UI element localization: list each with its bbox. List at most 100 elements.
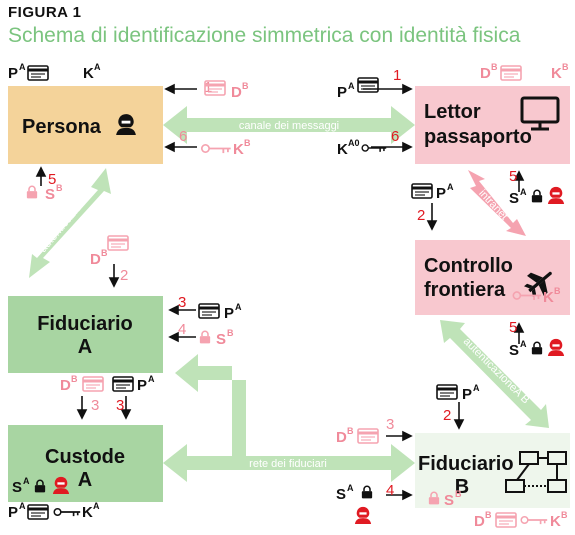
key-icon (361, 144, 387, 153)
svg-text:P: P (8, 65, 18, 82)
step4-fiduciario-a: 4 S B (178, 321, 234, 348)
svg-text:S: S (444, 492, 454, 509)
step5-controllo: 5 S A (509, 319, 565, 359)
step2-fiduciario-a: D B 2 (90, 235, 129, 284)
document-icon (112, 376, 134, 392)
svg-text:A: A (235, 302, 242, 312)
custode-a-letter: A (78, 469, 92, 491)
svg-text:2: 2 (417, 207, 425, 224)
fiduciario-b-keys: D B K B (474, 510, 568, 530)
svg-text:4: 4 (178, 321, 186, 338)
figure-label: FIGURA 1 (8, 4, 82, 21)
svg-text:D: D (336, 429, 347, 446)
key-icon (53, 507, 81, 517)
svg-text:3: 3 (116, 397, 124, 414)
svg-text:A: A (23, 476, 30, 486)
svg-text:A: A (93, 501, 100, 511)
fiduciario-a-letter: A (78, 336, 92, 358)
svg-text:2: 2 (443, 407, 451, 424)
svg-text:D: D (60, 377, 71, 394)
document-icon (357, 428, 379, 444)
step3-custode: D B P A 3 3 (60, 374, 155, 414)
step2-lettor: P A 2 (411, 182, 454, 224)
svg-text:B: B (554, 286, 561, 296)
svg-text:P: P (462, 386, 472, 403)
key-icon (200, 143, 232, 154)
svg-text:S: S (216, 331, 226, 348)
padlock-icon (361, 485, 373, 499)
svg-text:K: K (83, 65, 94, 82)
svg-text:K: K (337, 141, 348, 158)
persona-box (8, 86, 163, 164)
rete-fiduciari-arrow (163, 444, 415, 482)
document-icon (357, 77, 379, 93)
svg-text:D: D (480, 65, 491, 82)
network-icon (505, 451, 567, 493)
document-icon (198, 303, 220, 319)
fiduciario-b-box (415, 433, 570, 508)
svg-text:B: B (101, 248, 108, 258)
svg-text:K: K (543, 289, 554, 306)
svg-text:B: B (485, 510, 492, 520)
fiduciario-b-secret: S B (428, 489, 462, 509)
document-icon (27, 65, 49, 81)
svg-text:6: 6 (179, 128, 187, 145)
frontiera-label: frontiera (424, 279, 506, 301)
svg-text:6: 6 (391, 128, 399, 145)
svg-text:A: A (447, 182, 454, 192)
step6-lettor: K A0 6 (337, 128, 399, 158)
svg-text:B: B (227, 328, 234, 338)
document-icon (436, 384, 458, 400)
lettor-keys: D B K B (480, 62, 569, 82)
svg-text:A: A (94, 62, 101, 72)
autenticazione-ab-arrow (440, 320, 549, 428)
svg-text:K: K (551, 65, 562, 82)
svg-text:2: 2 (120, 267, 128, 284)
svg-text:P: P (137, 377, 147, 394)
svg-text:5: 5 (509, 168, 517, 185)
fiduciario-a-box (8, 296, 163, 373)
svg-text:S: S (12, 479, 22, 496)
svg-text:B: B (242, 81, 249, 91)
svg-text:B: B (491, 62, 498, 72)
step4-fiduciario-b: S A 4 (336, 482, 394, 524)
svg-text:P: P (8, 504, 18, 521)
svg-text:K: K (82, 504, 93, 521)
svg-text:A: A (520, 339, 527, 349)
figure-title: Schema di identificazione simmetrica con… (8, 24, 521, 47)
padlock-icon (531, 189, 543, 203)
canale-messaggi-arrow (163, 106, 415, 144)
svg-text:5: 5 (48, 171, 56, 188)
hacker-icon (547, 338, 565, 356)
svg-text:B: B (455, 489, 462, 499)
svg-text:1: 1 (393, 67, 401, 84)
airplane-icon (524, 271, 552, 298)
custode-secrets: S A (12, 476, 70, 496)
svg-text:5: 5 (509, 319, 517, 336)
canale-messaggi-label: canale dei messaggi (239, 120, 339, 132)
hacker-icon (354, 506, 372, 524)
step2-fiduciario-b: P A 2 (436, 383, 480, 424)
svg-text:D: D (474, 513, 485, 530)
step3-fiduciario-b: D B 3 (336, 416, 394, 446)
svg-text:D: D (231, 84, 242, 101)
intranet-label: intranet (476, 187, 510, 222)
custode-a-box (8, 425, 163, 502)
svg-text:A: A (148, 374, 155, 384)
padlock-icon (26, 185, 38, 199)
hacker-icon (547, 186, 565, 204)
autenticazione-a-arrow (29, 168, 111, 278)
svg-text:D: D (90, 251, 101, 268)
key-icon (520, 515, 548, 525)
lettor-label: Lettor (424, 101, 481, 123)
document-icon (500, 65, 522, 81)
step5-persona: 5 S B (26, 171, 63, 203)
document-icon (107, 235, 129, 251)
document-icon (411, 183, 433, 199)
step3-fiduciario-a: 3 P A (178, 294, 242, 322)
step6-persona: 6 K B (179, 128, 251, 158)
svg-text:B: B (347, 426, 354, 436)
step5-lettor: 5 S A (509, 168, 565, 207)
